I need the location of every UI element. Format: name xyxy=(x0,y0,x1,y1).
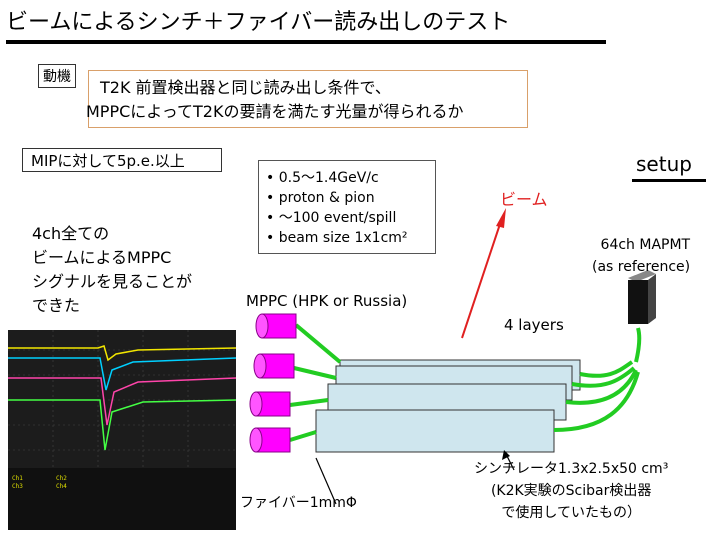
mppc-label: MPPC (HPK or Russia) xyxy=(246,292,408,310)
svg-text:Ch4: Ch4 xyxy=(56,483,67,490)
scintillator-stack xyxy=(315,359,581,453)
beam-condition-item: • beam size 1x1cm² xyxy=(266,230,408,246)
setup-underline xyxy=(632,179,706,182)
motive-tag: 動機 xyxy=(38,64,76,88)
beam-arrowhead-icon xyxy=(496,208,506,228)
mppc-cylinder-icon xyxy=(249,427,291,453)
mapmt-label: 64ch MAPMT (as reference) xyxy=(592,237,691,275)
motive-line-1: T2K 前置検出器と同じ読み出し条件で、 xyxy=(100,78,391,97)
svg-text:Ch3: Ch3 xyxy=(12,483,23,490)
result-text: 4ch全ての ビームによるMPPC シグナルを見ることが できた xyxy=(32,222,192,318)
beam-arrow xyxy=(461,223,501,339)
result-line: シグナルを見ることが xyxy=(32,272,193,291)
layers-label: 4 layers xyxy=(504,316,564,334)
beam-conditions-box xyxy=(258,160,436,254)
motive-line-2: MPPCによってT2Kの要請を満たす光量が得られるか xyxy=(86,102,464,121)
svg-text:Ch1: Ch1 xyxy=(12,475,23,482)
scintillator-label: シンチレータ1.3x2.5x50 cm³ (K2K実験のScibar検出器 で使… xyxy=(474,461,669,521)
beam-label: ビーム xyxy=(500,190,548,209)
result-line: ビームによるMPPC xyxy=(32,248,172,267)
mppc-cylinder-icon xyxy=(255,313,297,339)
beam-condition-item: • proton & pion xyxy=(266,190,375,206)
page-title: ビームによるシンチ＋ファイバー読み出しのテスト xyxy=(6,10,511,35)
fiber-pointer xyxy=(315,457,337,505)
result-line: 4ch全ての xyxy=(32,224,110,243)
pointer-arrowhead-icon xyxy=(502,450,510,460)
fiber-lines xyxy=(289,323,642,442)
result-line: できた xyxy=(32,296,81,315)
mppc-cylinder-icon xyxy=(253,353,295,379)
mapmt-block-icon xyxy=(628,270,656,324)
svg-text:Ch2: Ch2 xyxy=(56,475,67,482)
mip-result-box: MIPに対して5p.e.以上 xyxy=(22,148,222,172)
beam-condition-item: • 0.5～1.4GeV/c xyxy=(266,170,379,186)
title-underline xyxy=(6,40,606,44)
motive-box xyxy=(88,70,528,128)
setup-heading: setup xyxy=(636,152,692,176)
beam-conditions-list: • 0.5～1.4GeV/c • proton & pion • ～100 ev… xyxy=(266,168,408,248)
beam-condition-item: • ～100 event/spill xyxy=(266,210,397,226)
fiber-label: ファイバー1mmΦ xyxy=(240,495,357,511)
mppc-cylinder-icon xyxy=(249,391,291,417)
